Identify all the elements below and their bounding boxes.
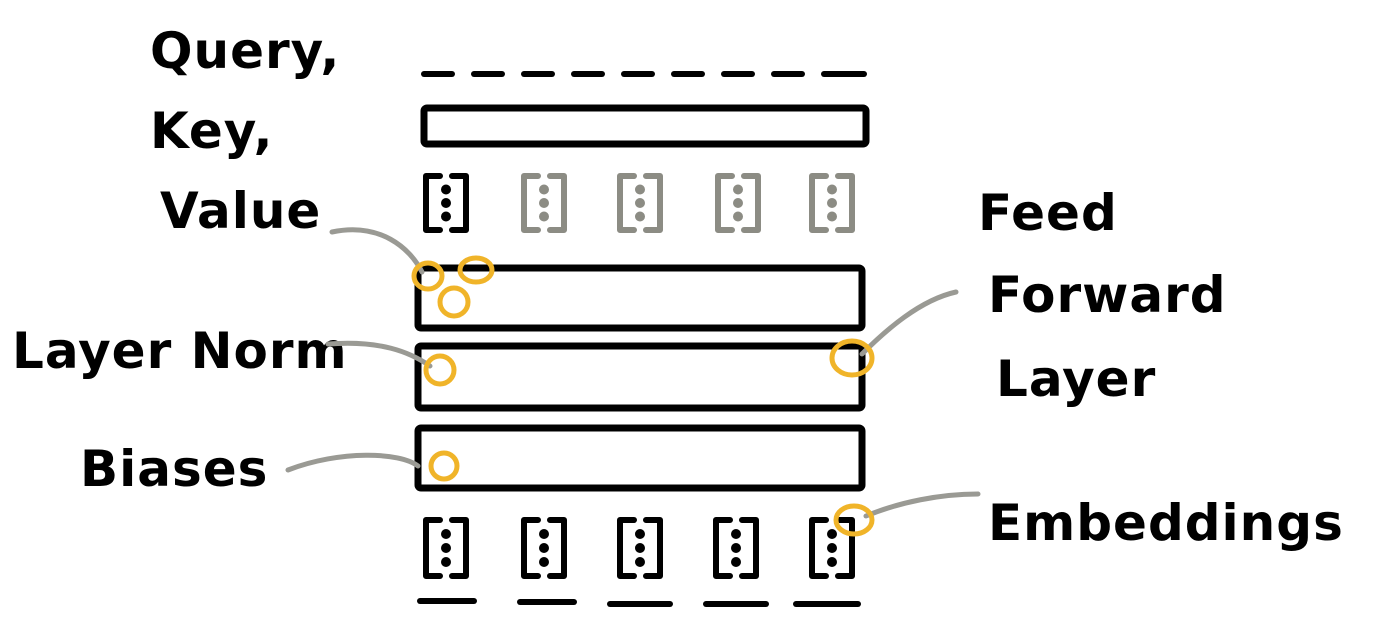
top-vector-5 [809, 173, 855, 233]
leader-feed-forward [859, 289, 959, 357]
bottom-vector-4 [713, 517, 759, 579]
feed-forward-circle [829, 338, 875, 378]
leader-layer-norm [325, 340, 433, 369]
label-feed: Feed [978, 184, 1118, 242]
top-vector-row [423, 173, 855, 233]
qkv-circle-1 [411, 260, 445, 292]
highlight-circles [411, 255, 875, 537]
embedding-circle [833, 503, 875, 537]
bottom-vector-5 [809, 517, 855, 579]
bias-circle [428, 450, 460, 482]
top-vector-1 [423, 173, 469, 233]
bottom-vector-3 [617, 517, 663, 579]
label-layer-norm: Layer Norm [12, 322, 348, 380]
leader-biases [285, 452, 421, 473]
bottom-vector-2 [521, 517, 567, 579]
feed-forward-layer-box [414, 342, 866, 412]
bottom-vector-1 [423, 517, 469, 579]
label-key: Key, [150, 102, 273, 160]
attention-layer-box [414, 264, 866, 332]
top-vector-4 [715, 173, 761, 233]
label-value: Value [160, 182, 321, 240]
layer-norm-circle [423, 353, 457, 387]
leader-embeddings [863, 491, 981, 519]
top-vector-3 [617, 173, 663, 233]
qkv-circle-2 [457, 255, 495, 285]
bottom-vector-row [423, 517, 855, 579]
top-vector-2 [521, 173, 567, 233]
label-forward: Forward [988, 266, 1227, 324]
leader-qkv [329, 227, 425, 275]
qkv-circle-3 [437, 285, 471, 319]
label-biases: Biases [80, 440, 268, 498]
bottom-underlines [417, 598, 861, 607]
embedding-layer-box [414, 424, 866, 492]
label-layer: Layer [996, 350, 1156, 408]
label-query: Query, [150, 22, 340, 80]
label-embeddings: Embeddings [988, 494, 1344, 552]
output-layer-box [420, 104, 870, 148]
